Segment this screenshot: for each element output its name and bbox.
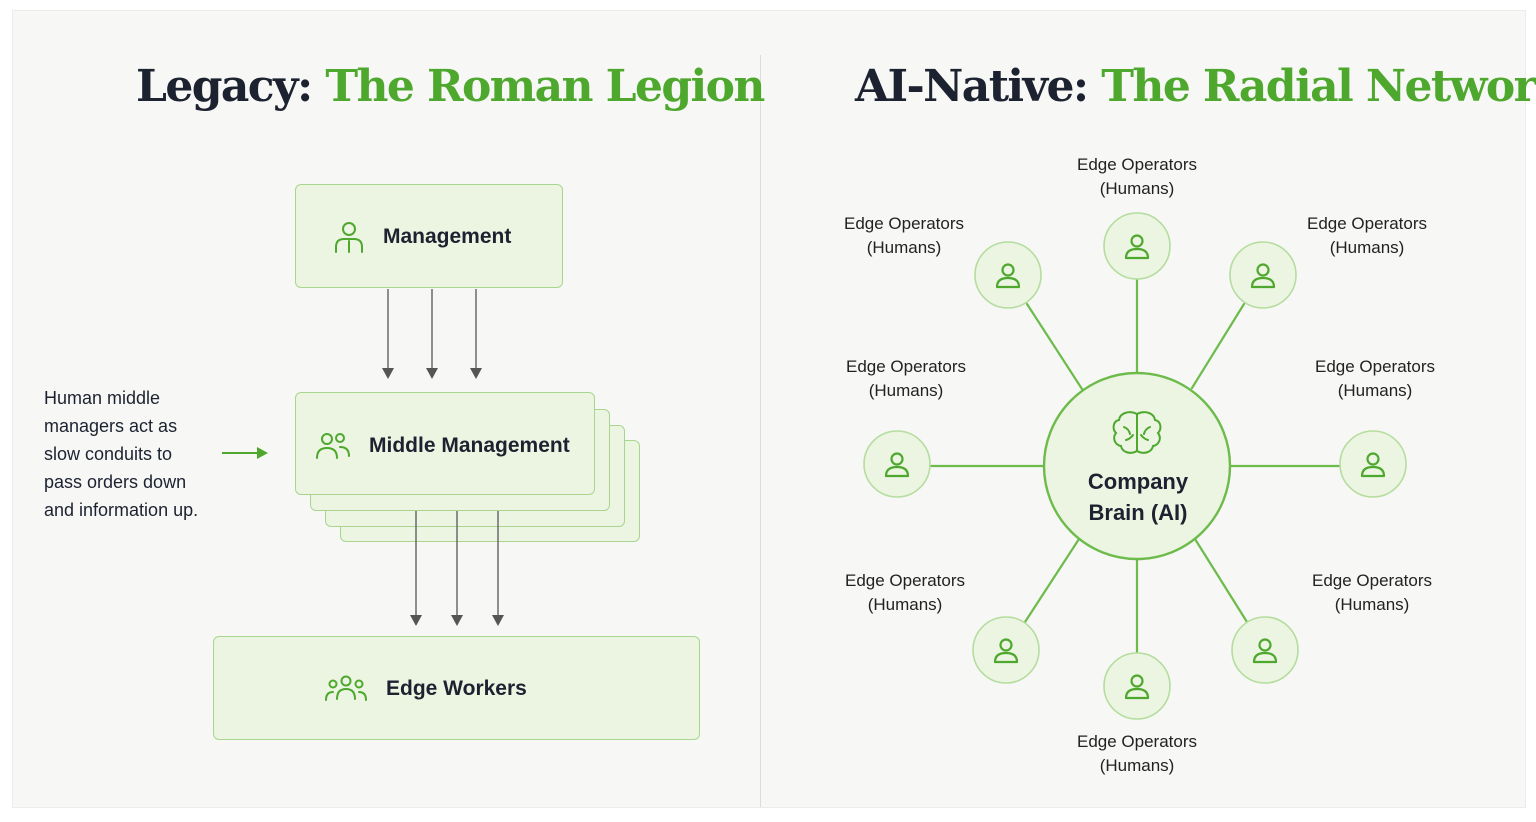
middle-managers-note: Human middle managers act as slow condui… [44, 384, 244, 524]
operator-label-line2: (Humans) [866, 238, 942, 257]
middle-management-box [295, 392, 595, 495]
hub-label-line2: Brain (AI) [1088, 500, 1188, 525]
operator-label-top-left: Edge Operators (Humans) [819, 212, 989, 260]
operator-label-line1: Edge Operators [1311, 571, 1432, 590]
legacy-title-prefix: Legacy: [136, 61, 313, 112]
edge-workers-box [213, 636, 700, 740]
operator-label-line2: (Humans) [1334, 595, 1410, 614]
management-label: Management [383, 225, 512, 248]
arrow-head-icon [492, 615, 504, 626]
operator-label-top: Edge Operators (Humans) [1052, 153, 1222, 201]
arrow-head-icon [470, 368, 482, 379]
operator-label-line2: (Humans) [1099, 179, 1175, 198]
operator-label-line2: (Humans) [868, 381, 944, 400]
company-brain-label: Company Brain (AI) [1048, 466, 1228, 528]
operator-label-line1: Edge Operators [1076, 155, 1197, 174]
note-line: Human middle [44, 388, 161, 408]
management-box [295, 184, 563, 288]
operator-label-line1: Edge Operators [1076, 732, 1197, 751]
arrow-head-icon [426, 368, 438, 379]
ai-native-title-highlight: The Radial Network [1101, 61, 1536, 112]
operator-label-top-right: Edge Operators (Humans) [1282, 212, 1452, 260]
arrow-head-icon [451, 615, 463, 626]
operator-label-line1: Edge Operators [844, 571, 965, 590]
spoke [1025, 302, 1084, 391]
operator-label-line1: Edge Operators [1306, 214, 1427, 233]
ai-native-title-prefix: AI-Native: [855, 61, 1089, 112]
operator-label-bottom-right: Edge Operators (Humans) [1287, 569, 1457, 617]
arrow-right-icon [222, 447, 268, 459]
hub-label-line1: Company [1087, 469, 1189, 494]
arrow-head-icon [410, 615, 422, 626]
two-people-icon [316, 433, 350, 459]
middle-management-label: Middle Management [369, 434, 570, 457]
operator-label-left: Edge Operators (Humans) [821, 355, 991, 403]
ai-native-title: AI-Native: The Radial Network [855, 60, 1536, 114]
group-icon [325, 675, 367, 701]
note-line: managers act as [44, 416, 178, 436]
spoke [1190, 302, 1246, 390]
operator-label-line1: Edge Operators [1314, 357, 1435, 376]
note-line: pass orders down [44, 472, 187, 492]
spoke [1023, 537, 1081, 624]
panel-divider [760, 55, 761, 807]
spoke [1193, 537, 1249, 624]
note-line: slow conduits to [44, 444, 173, 464]
legacy-title-highlight: The Roman Legion [325, 61, 765, 112]
operator-label-line2: (Humans) [1329, 238, 1405, 257]
middle-management-label-group: Middle Management [315, 428, 570, 464]
edge-workers-label-group: Edge Workers [324, 671, 527, 707]
operator-label-line1: Edge Operators [843, 214, 964, 233]
brain-icon [1112, 411, 1162, 454]
note-line: and information up. [44, 500, 199, 520]
management-label-group: Management [333, 219, 511, 255]
operator-label-line2: (Humans) [1099, 756, 1175, 775]
operator-label-line2: (Humans) [1337, 381, 1413, 400]
legacy-title: Legacy: The Roman Legion [136, 60, 765, 114]
operator-label-bottom: Edge Operators (Humans) [1052, 730, 1222, 778]
person-icon [335, 222, 363, 253]
operator-label-bottom-left: Edge Operators (Humans) [820, 569, 990, 617]
operator-label-line1: Edge Operators [845, 357, 966, 376]
operator-label-right: Edge Operators (Humans) [1290, 355, 1460, 403]
operator-label-line2: (Humans) [867, 595, 943, 614]
arrow-head-icon [382, 368, 394, 379]
company-brain-hub [1042, 371, 1232, 561]
edge-workers-label: Edge Workers [386, 677, 527, 700]
